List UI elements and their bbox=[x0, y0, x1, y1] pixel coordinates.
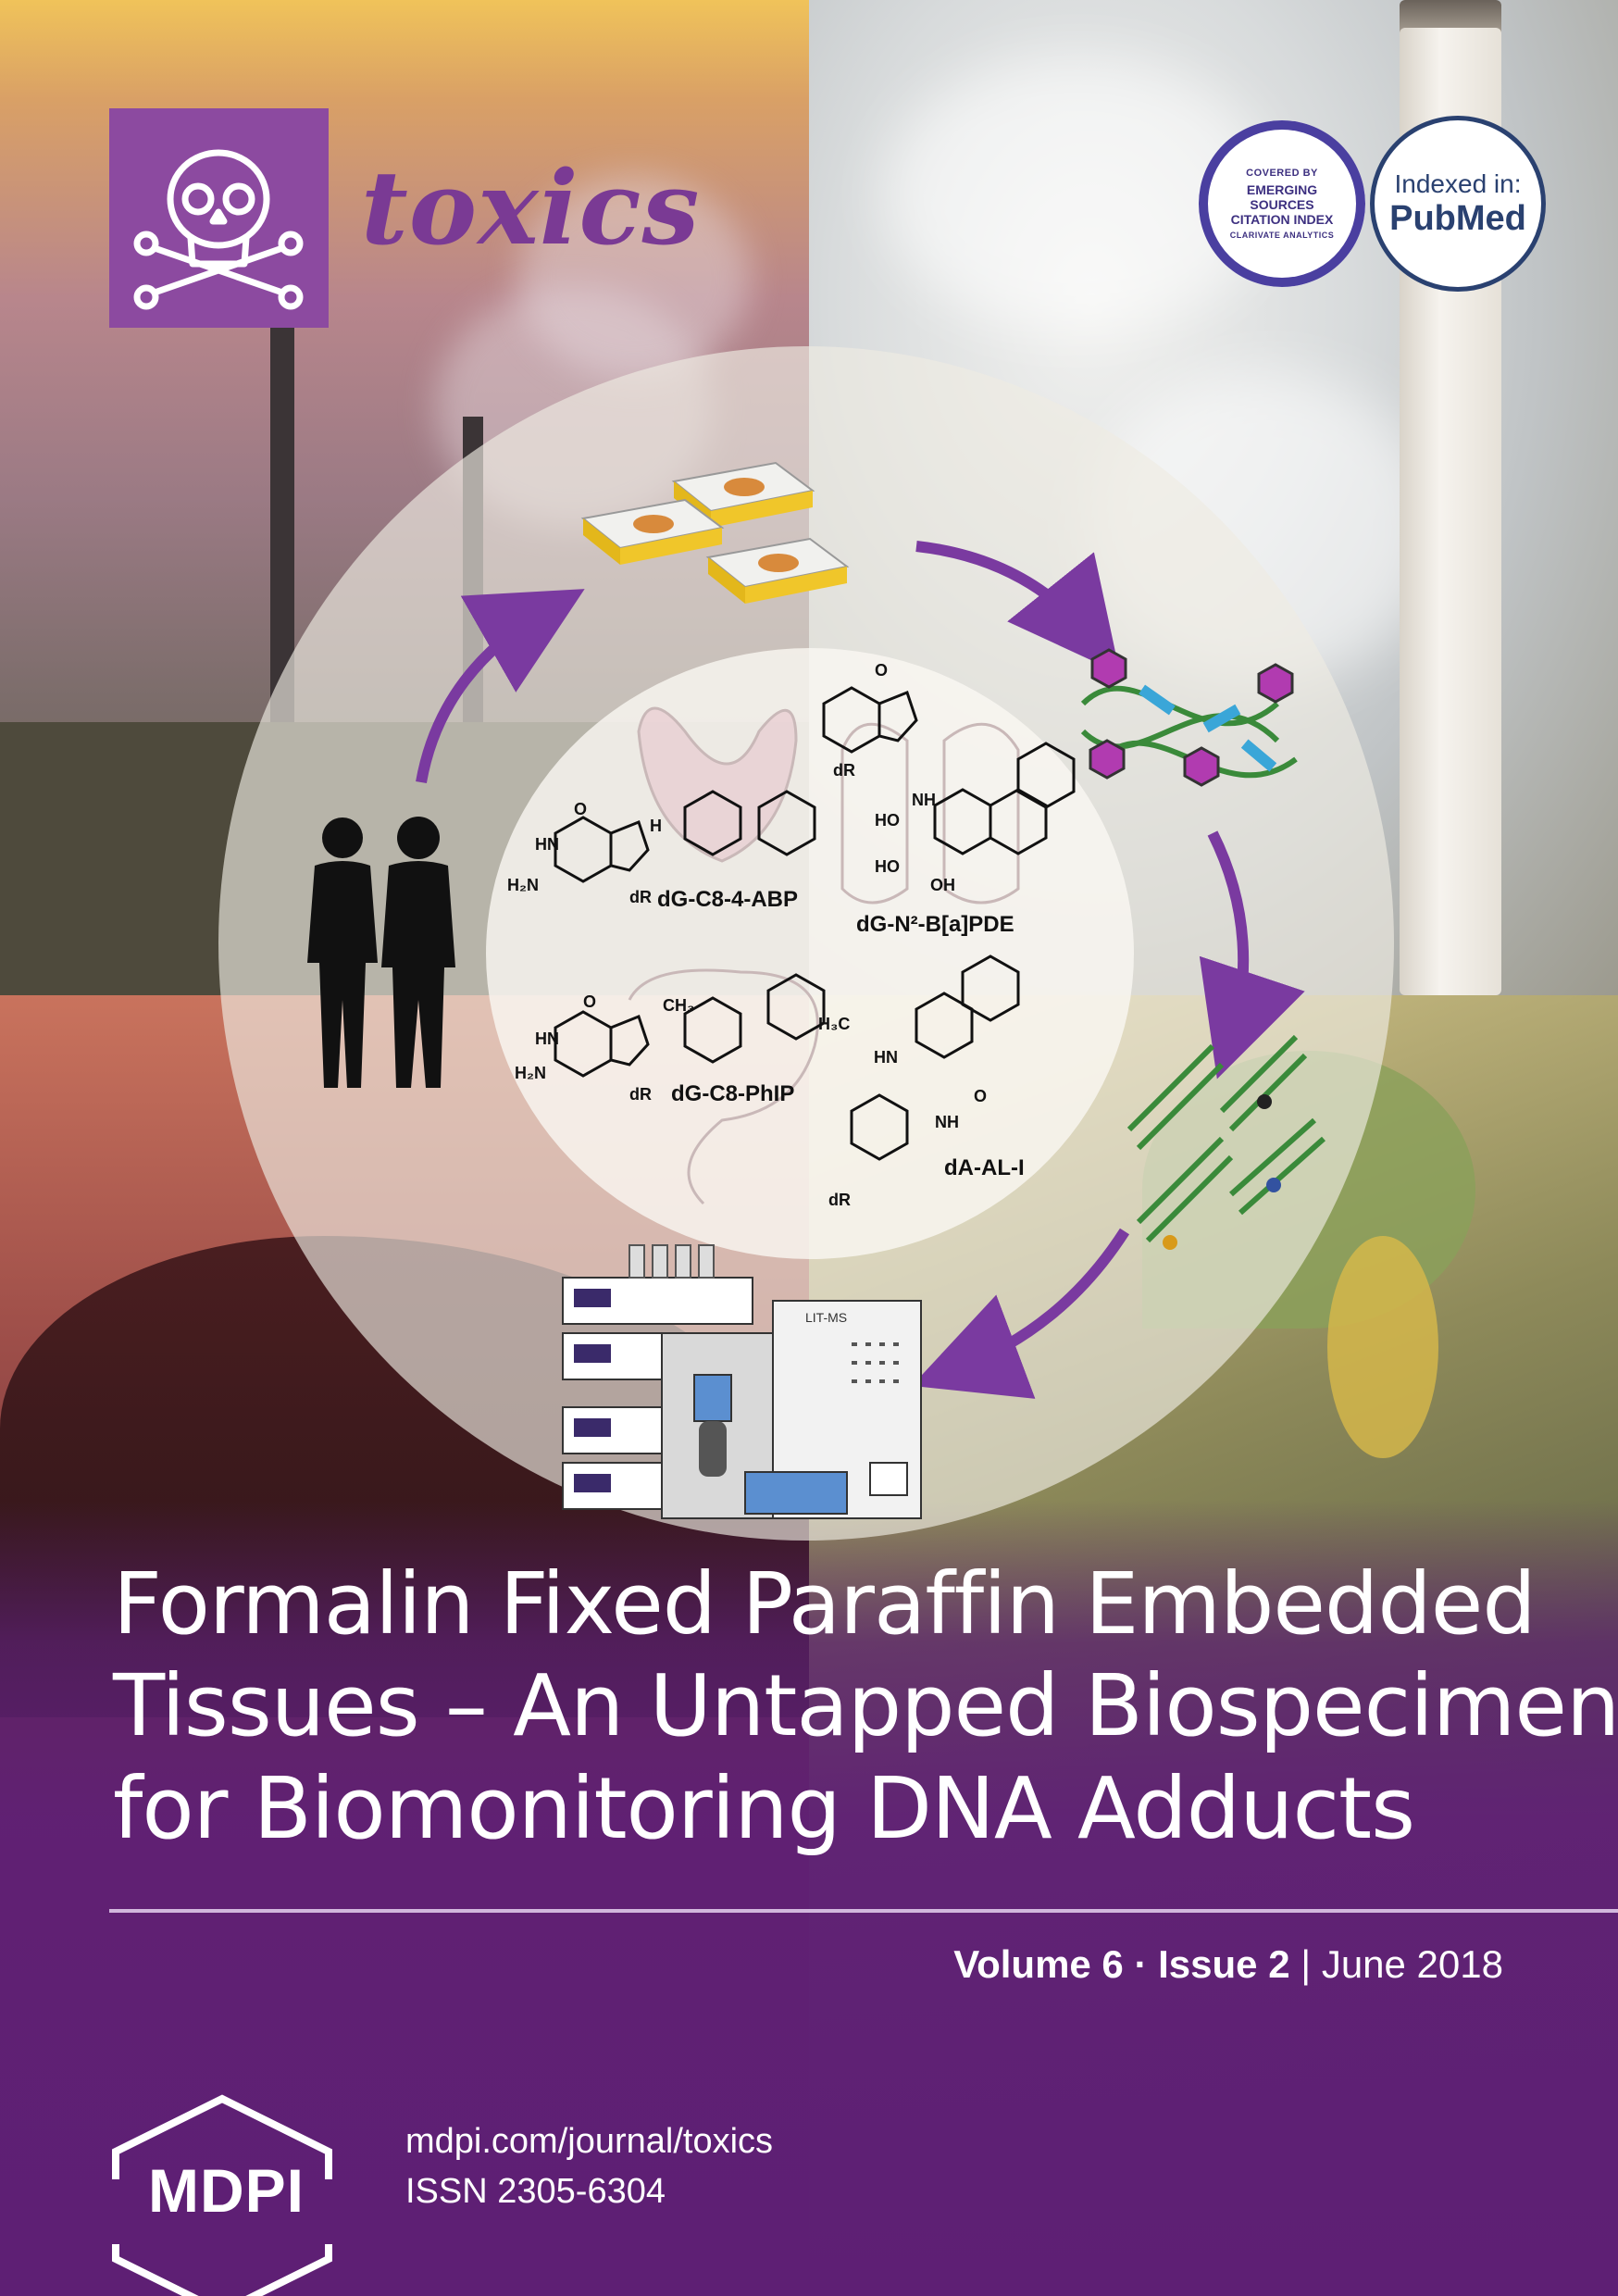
atom-label: O bbox=[583, 992, 596, 1011]
esci-line3: CITATION INDEX bbox=[1230, 212, 1334, 228]
atom-label: H₂N bbox=[515, 1064, 546, 1082]
article-title-line3: for Biomonitoring DNA Adducts bbox=[113, 1758, 1415, 1858]
atom-label: O bbox=[974, 1087, 987, 1105]
esci-top-text: COVERED BY bbox=[1246, 167, 1318, 179]
smoke-haze bbox=[518, 176, 750, 380]
ffpe-tissue-blocks bbox=[580, 461, 850, 604]
journal-url[interactable]: mdpi.com/journal/toxics bbox=[405, 2122, 774, 2161]
purple-overlay bbox=[0, 1500, 1618, 2296]
issue-separator: · bbox=[1123, 1942, 1159, 1986]
atom-label: HN bbox=[874, 1048, 898, 1067]
atom-label: H bbox=[650, 817, 662, 835]
adduct-marker bbox=[1257, 1094, 1272, 1109]
mdpi-hexagon-icon bbox=[106, 2094, 338, 2296]
atom-labels: O HN H₂N dR H dR NH HO HO OH O O HN H₂N … bbox=[507, 661, 987, 1209]
atom-label: NH bbox=[935, 1113, 959, 1131]
atom-label: HN bbox=[535, 1029, 559, 1048]
inner-circle bbox=[486, 648, 1134, 1259]
pubmed-name: PubMed bbox=[1389, 198, 1526, 238]
dna-helices bbox=[1126, 1034, 1326, 1243]
issn: ISSN 2305-6304 bbox=[405, 2172, 666, 2211]
issue-number: Issue 2 bbox=[1158, 1942, 1290, 1986]
atom-label: dR bbox=[629, 888, 652, 906]
atom-label: HO bbox=[875, 857, 900, 876]
pubmed-label: Indexed in: bbox=[1394, 168, 1522, 198]
article-title-line1: Formalin Fixed Paraffin Embedded bbox=[113, 1554, 1537, 1653]
skull-crossbones-icon bbox=[133, 149, 304, 310]
esci-line2: SOURCES bbox=[1250, 196, 1314, 212]
cycle-arrow bbox=[912, 1228, 1130, 1399]
atom-label: H₃C bbox=[818, 1015, 850, 1033]
compound-label-abp: dG-C8-4-ABP bbox=[657, 887, 799, 912]
molecule-structures bbox=[554, 686, 1076, 1161]
dna-carcinogen-complex bbox=[1080, 648, 1298, 787]
compound-label-al: dA-AL-I bbox=[944, 1155, 1025, 1180]
cycle-arrow bbox=[1199, 830, 1305, 1079]
atom-label: dR bbox=[828, 1191, 851, 1209]
lc-ms-instrument: LIT-MS bbox=[562, 1244, 922, 1519]
issue-divider: | bbox=[1289, 1942, 1322, 1986]
atom-label: CH₃ bbox=[663, 996, 694, 1015]
instrument-label: LIT-MS bbox=[805, 1310, 847, 1325]
volume-number: Volume 6 bbox=[953, 1942, 1124, 1986]
adduct-marker bbox=[1266, 1178, 1281, 1192]
journal-logo bbox=[109, 108, 329, 328]
atom-label: dR bbox=[833, 761, 855, 780]
mdpi-logo-text: MDPI bbox=[148, 2156, 305, 2225]
atom-label: HN bbox=[535, 835, 559, 854]
compound-label-phip: dG-C8-PhIP bbox=[671, 1081, 795, 1106]
atom-label: OH bbox=[930, 876, 955, 894]
issue-date: June 2018 bbox=[1321, 1942, 1503, 1986]
compound-label-bapde: dG-N²-B[a]PDE bbox=[856, 912, 1014, 937]
atom-label: O bbox=[574, 800, 587, 818]
adduct-marker bbox=[1163, 1235, 1177, 1250]
article-title: Formalin Fixed Paraffin Embedded Tissues… bbox=[113, 1554, 1618, 1860]
esci-bottom-text: CLARIVATE ANALYTICS bbox=[1229, 231, 1335, 241]
divider-rule bbox=[109, 1909, 1618, 1913]
cycle-arrow bbox=[416, 589, 585, 784]
human-silhouettes bbox=[307, 817, 455, 1088]
organ-outlines bbox=[628, 706, 1020, 1205]
atom-label: dR bbox=[629, 1085, 652, 1104]
flower bbox=[1327, 1236, 1438, 1458]
esci-line1: EMERGING bbox=[1246, 181, 1318, 197]
pubmed-badge: Indexed in: PubMed bbox=[1370, 116, 1546, 292]
atom-label: O bbox=[875, 661, 888, 680]
issue-info: Volume 6 · Issue 2 | June 2018 bbox=[953, 1942, 1503, 1987]
atom-label: NH bbox=[912, 791, 936, 809]
article-title-line2: Tissues – An Untapped Biospecimen bbox=[113, 1656, 1618, 1756]
cycle-arrow bbox=[915, 541, 1120, 674]
atom-label: H₂N bbox=[507, 876, 539, 894]
atom-label: HO bbox=[875, 811, 900, 830]
journal-title: toxics bbox=[361, 148, 701, 268]
esci-badge: COVERED BY EMERGING SOURCES CITATION IND… bbox=[1199, 120, 1365, 287]
